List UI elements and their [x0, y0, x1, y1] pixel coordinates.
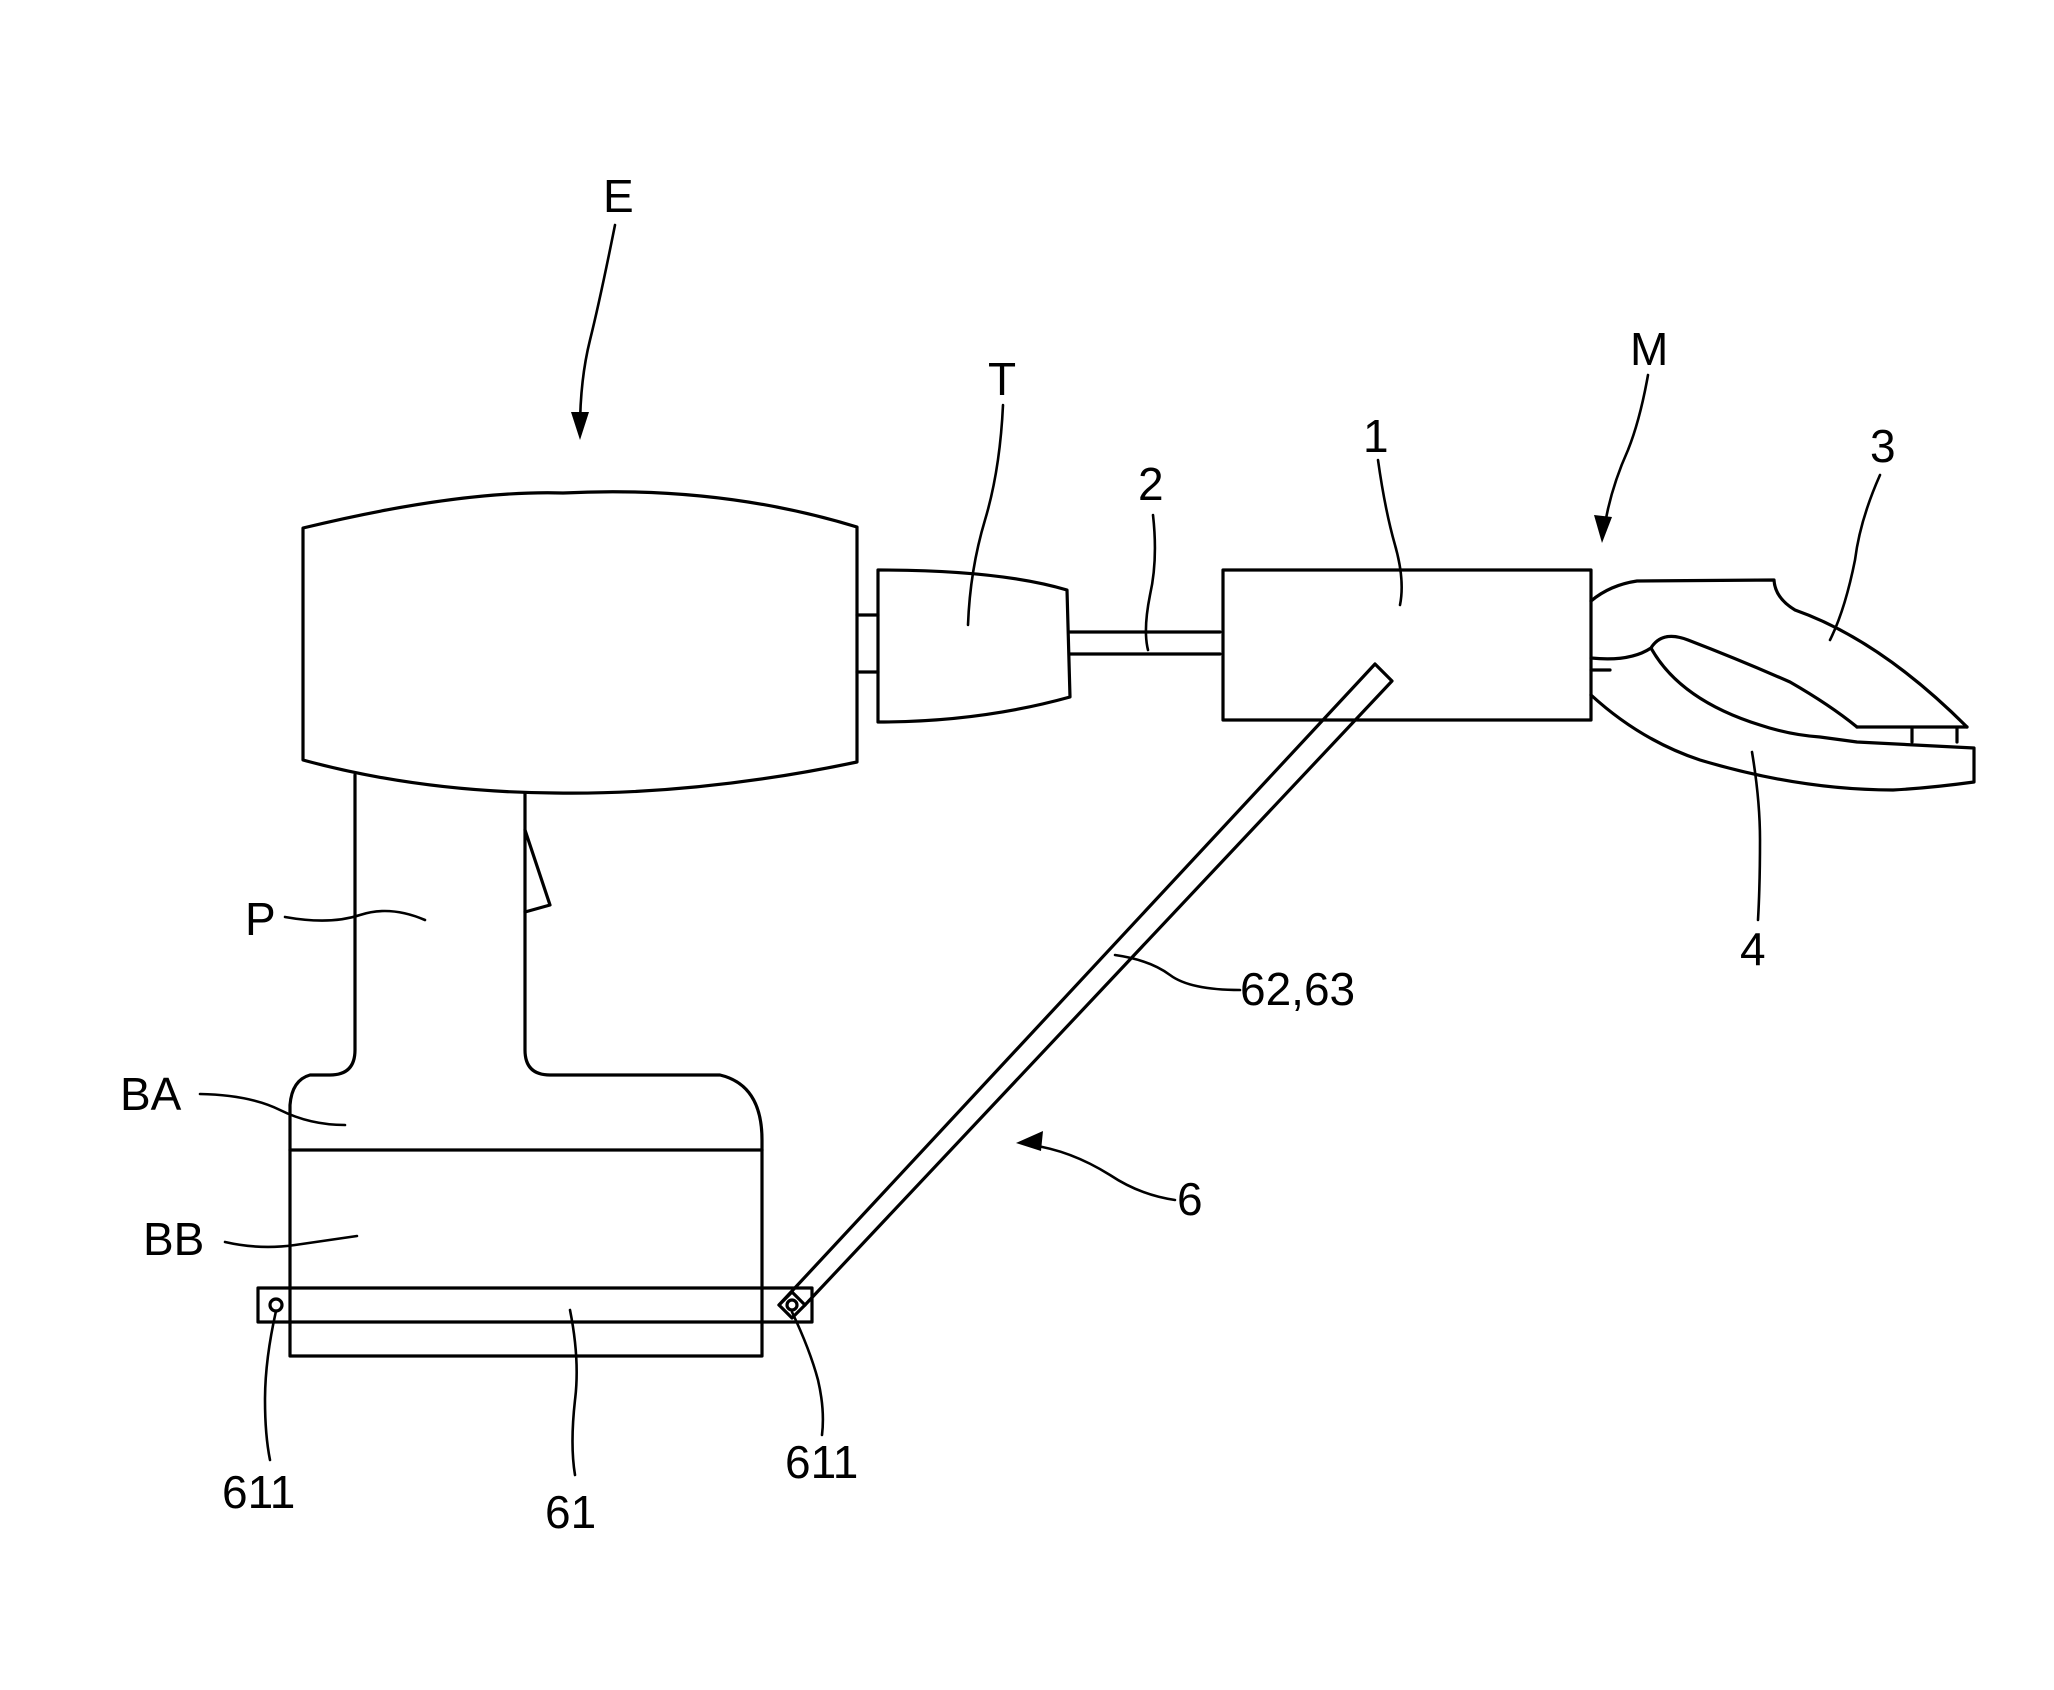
jaw-3-inner-edge: [1591, 636, 1857, 727]
label-2: 2: [1138, 458, 1164, 510]
label-t: T: [988, 353, 1016, 405]
label-61: 61: [545, 1486, 596, 1538]
label-611-left: 611: [222, 1466, 295, 1518]
tool-housing-body: [303, 492, 857, 793]
leader-1: [1378, 460, 1402, 605]
jaw-4: [1591, 648, 1974, 790]
leader-61: [570, 1310, 577, 1475]
pivot-611-right-hole: [787, 1300, 797, 1310]
label-bb: BB: [143, 1213, 204, 1265]
arrowhead-6: [1016, 1131, 1043, 1151]
jaw-tip-block: [1857, 727, 1967, 742]
label-611-right: 611: [785, 1436, 858, 1488]
pivot-611-left: [270, 1299, 282, 1311]
leader-62-63: [1115, 955, 1240, 990]
housing-connector: [857, 615, 878, 672]
battery-bb: [290, 1150, 762, 1356]
leader-e: [580, 225, 615, 430]
leader-ba: [200, 1094, 345, 1125]
handle-p: [290, 775, 355, 1150]
leader-611-right: [792, 1312, 823, 1435]
leader-t: [968, 405, 1003, 625]
leader-6: [1030, 1145, 1175, 1200]
trigger: [525, 830, 550, 912]
label-p: P: [245, 893, 276, 945]
arrowhead-e: [571, 412, 589, 440]
label-3: 3: [1870, 420, 1896, 472]
arrowhead-m: [1594, 515, 1612, 543]
leader-m: [1604, 375, 1648, 530]
module-1: [1223, 570, 1591, 720]
jaw-3: [1591, 580, 1967, 727]
coupling-t: [878, 570, 1070, 722]
label-4: 4: [1740, 923, 1766, 975]
label-ba: BA: [120, 1068, 182, 1120]
label-6: 6: [1177, 1173, 1203, 1225]
leader-611-left: [265, 1311, 276, 1460]
label-62-63: 62,63: [1240, 963, 1355, 1015]
leader-3: [1830, 475, 1880, 640]
handle-p-front: [525, 793, 762, 1150]
label-e: E: [603, 170, 634, 222]
leader-2: [1146, 515, 1155, 650]
base-plate-61: [258, 1288, 812, 1322]
label-1: 1: [1363, 410, 1389, 462]
leader-4: [1752, 752, 1760, 920]
label-m: M: [1630, 323, 1668, 375]
